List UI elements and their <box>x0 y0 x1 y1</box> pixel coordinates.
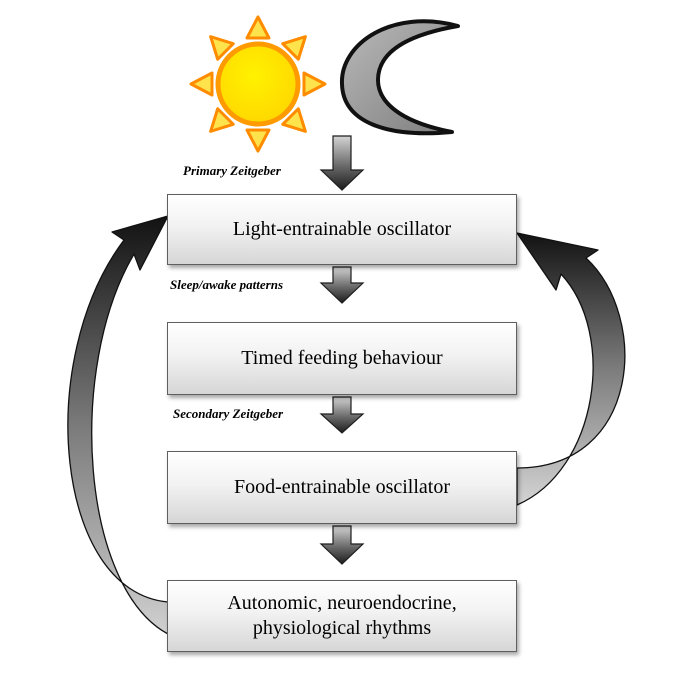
down-arrow-icon <box>319 396 365 434</box>
autonomic-rhythms-box: Autonomic, neuroendocrine, physiological… <box>167 580 517 652</box>
sleep-awake-patterns-label: Sleep/awake patterns <box>170 277 284 292</box>
light-entrainable-oscillator-box: Light-entrainable oscillator <box>167 194 517 265</box>
down-arrow-icon <box>319 135 365 191</box>
sun-icon <box>189 15 327 153</box>
food-entrainable-oscillator-box: Food-entrainable oscillator <box>167 451 517 524</box>
light-entrainable-oscillator-text: Light-entrainable oscillator <box>232 218 452 240</box>
right-feedback-arrow-icon <box>516 232 626 506</box>
timed-feeding-behaviour-box: Timed feeding behaviour <box>167 322 517 395</box>
autonomic-rhythms-line1: Autonomic, neuroendocrine, <box>227 592 457 614</box>
down-arrow-icon <box>319 525 365 565</box>
primary-zeitgeber-label: Primary Zeitgeber <box>183 163 281 178</box>
food-entrainable-oscillator-text: Food-entrainable oscillator <box>233 476 451 498</box>
timed-feeding-behaviour-text: Timed feeding behaviour <box>241 347 443 369</box>
left-feedback-arrow-icon <box>67 215 169 635</box>
crescent-moon-icon <box>339 19 460 136</box>
down-arrow-icon <box>319 266 365 304</box>
secondary-zeitgeber-label: Secondary Zeitgeber <box>173 406 284 421</box>
autonomic-rhythms-line2: physiological rhythms <box>252 617 432 639</box>
